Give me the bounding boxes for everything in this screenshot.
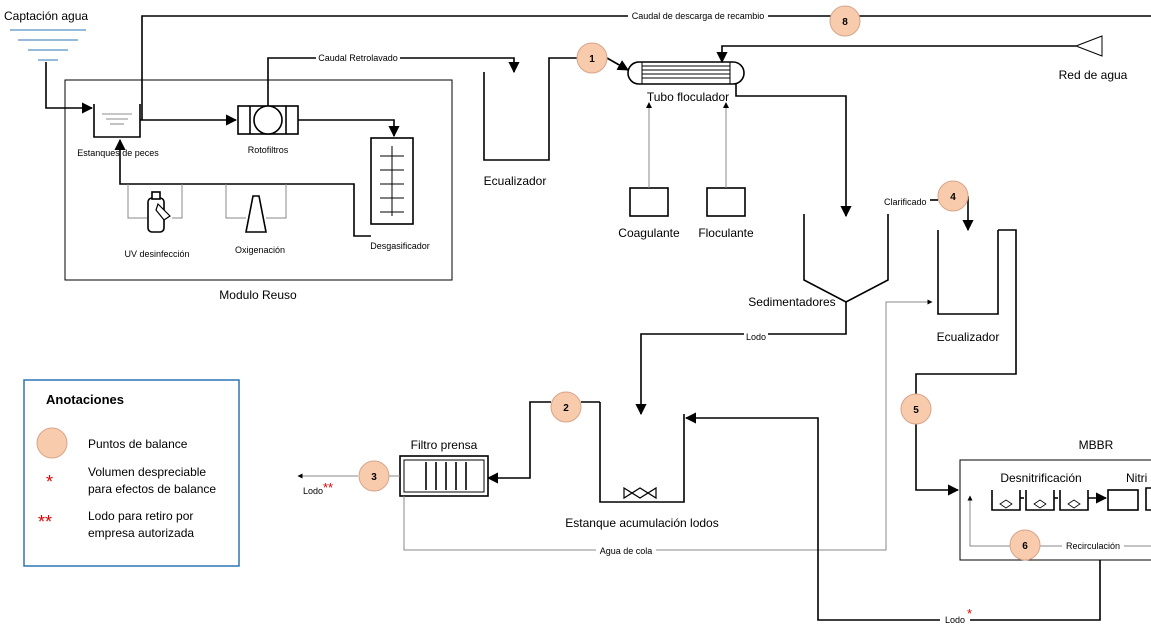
balance-point-6: 6	[1009, 529, 1041, 561]
agua-cola-line: Agua de cola	[403, 299, 933, 556]
rotofiltros-label: Rotofiltros	[248, 145, 289, 155]
balance-point-5: 5	[900, 393, 932, 425]
tubo-floculador: Tubo floculador	[627, 61, 745, 104]
single-star-mark: *	[967, 606, 972, 621]
filtro-prensa: Filtro prensa Lodo **	[297, 438, 489, 497]
mbbr: MBBR Desnitrificación Nitri Recirculació…	[684, 412, 1151, 626]
legend-balance-label: Puntos de balance	[88, 437, 188, 451]
oxigenacion-label: Oxigenación	[235, 245, 285, 255]
recirculacion-label: Recirculación	[1066, 541, 1120, 551]
coagulante-unit: Coagulante	[618, 102, 680, 240]
water-intake: Captación agua	[4, 9, 94, 114]
legend-box: Anotaciones Puntos de balance * Volumen …	[23, 379, 240, 567]
legend-star2-line1: Lodo para retiro por	[88, 509, 193, 523]
legend-balance-swatch	[36, 427, 68, 459]
balance-point-2: 2	[550, 391, 582, 423]
agua-cola-label: Agua de cola	[600, 546, 653, 556]
captacion-label: Captación agua	[4, 9, 88, 23]
red-label: Red de agua	[1059, 68, 1128, 82]
coagulante-label: Coagulante	[618, 226, 680, 240]
estanques-tank: Estanques de peces	[77, 104, 159, 158]
legend-star1-line1: Volumen despreciable	[88, 465, 206, 479]
rotofiltros-unit: Rotofiltros	[237, 105, 299, 155]
desgasificador-unit: Desgasificador	[370, 137, 430, 251]
svg-text:4: 4	[950, 192, 956, 203]
uv-label: UV desinfección	[124, 249, 189, 259]
filtro-label: Filtro prensa	[411, 438, 478, 452]
clarificado-label: Clarificado	[884, 197, 927, 207]
svg-text:5: 5	[913, 405, 919, 416]
retrolavado-label: Caudal Retrolavado	[318, 53, 398, 63]
balance-point-4: 4	[937, 180, 969, 212]
ecualizador-2-label: Ecualizador	[937, 330, 1000, 344]
descarga-label: Caudal de descarga de recambio	[632, 11, 765, 21]
red-agua: Red de agua	[716, 35, 1128, 82]
svg-text:2: 2	[563, 403, 569, 414]
svg-text:1: 1	[589, 54, 595, 65]
balance-point-8: 8	[829, 5, 861, 37]
legend-star2-symbol: **	[38, 512, 52, 532]
legend-star2-line2: empresa autorizada	[88, 526, 194, 540]
modulo-label: Modulo Reuso	[219, 288, 297, 302]
estanque-lodos-label: Estanque acumulación lodos	[565, 516, 718, 530]
lodo-sed-label: Lodo	[746, 332, 766, 342]
mbbr-label: MBBR	[1079, 438, 1114, 452]
double-star-mark: **	[323, 480, 333, 495]
ecualizador-1: Ecualizador	[483, 57, 629, 188]
tubo-label: Tubo floculador	[647, 90, 729, 104]
oxigenacion-unit: Oxigenación	[225, 184, 287, 255]
balance-point-3: 3	[358, 460, 390, 492]
uv-unit: UV desinfección	[124, 184, 190, 259]
ecualizador-2: Ecualizador	[915, 229, 1017, 496]
balance-point-1: 1	[576, 42, 608, 74]
ecualizador-1-label: Ecualizador	[484, 174, 547, 188]
svg-text:3: 3	[371, 472, 377, 483]
desgasificador-label: Desgasificador	[370, 241, 430, 251]
sedimentadores-label: Sedimentadores	[748, 295, 835, 309]
modulo-reuso: Modulo Reuso Estanques de peces Rotofilt…	[64, 52, 520, 302]
estanques-label: Estanques de peces	[77, 148, 159, 158]
desnitrificacion-reactors	[991, 487, 1151, 511]
floculante-label: Floculante	[698, 226, 754, 240]
estanque-lodos: Estanque acumulación lodos	[486, 401, 719, 530]
svg-text:6: 6	[1022, 541, 1028, 552]
legend-title: Anotaciones	[46, 392, 124, 407]
legend-star1-line2: para efectos de balance	[88, 482, 216, 496]
desnitrificacion-label: Desnitrificación	[1000, 471, 1081, 485]
floculante-unit: Floculante	[698, 102, 754, 240]
sedimentadores: Sedimentadores Lodo	[635, 214, 889, 416]
svg-text:8: 8	[842, 17, 848, 28]
clarificado-line: Clarificado	[884, 196, 974, 232]
legend-star1-symbol: *	[46, 472, 53, 492]
descarga-line: Caudal de descarga de recambio	[141, 10, 1151, 120]
nitri-label: Nitri	[1126, 471, 1147, 485]
lodo-filtro-label: Lodo	[303, 486, 323, 496]
lodo-mbbr-label: Lodo	[945, 615, 965, 625]
